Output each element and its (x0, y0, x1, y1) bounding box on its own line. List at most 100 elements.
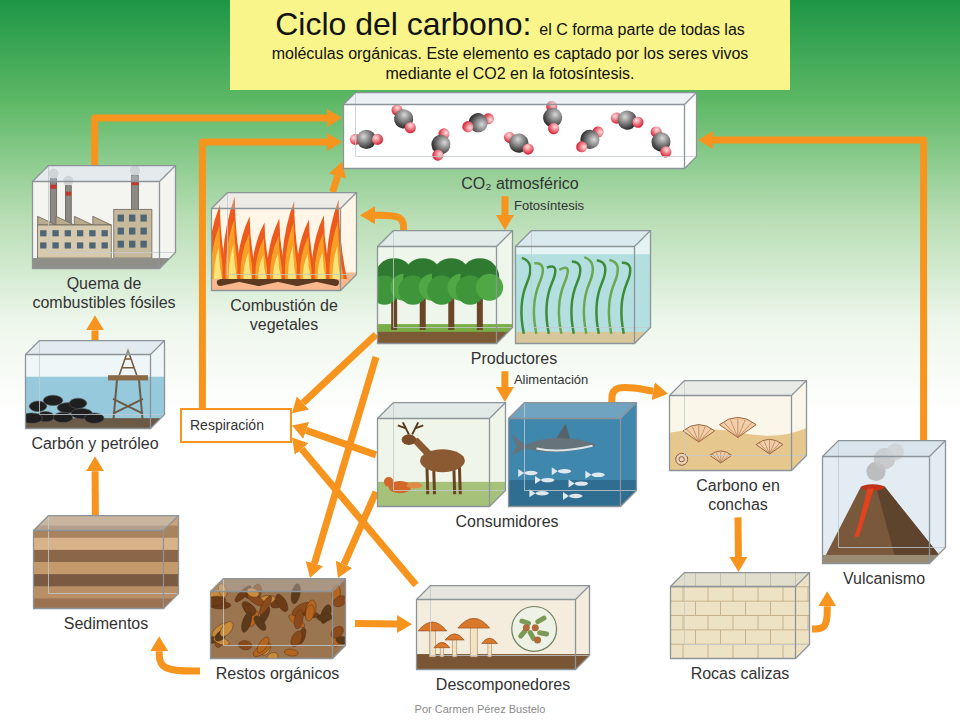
illustration-part (823, 441, 946, 457)
node-label: Rocas calizas (668, 664, 812, 686)
illustration-part (695, 630, 696, 644)
illustration-part (532, 624, 539, 631)
illustration-part (102, 230, 108, 236)
illustration-part (669, 572, 811, 660)
illustration-part (514, 230, 653, 345)
illustration-part (212, 193, 357, 291)
illustration-part (699, 429, 712, 442)
illustration-part (769, 440, 770, 454)
illustration-part (733, 616, 734, 630)
illustration-part (32, 538, 180, 551)
tank-illustration (376, 402, 638, 508)
illustration-part (808, 616, 809, 630)
illustration-part (403, 120, 419, 136)
illustration-part (670, 573, 671, 587)
illustration-part (378, 231, 513, 344)
illustration-part (32, 515, 180, 610)
illustrated-stage: Descomponedores (412, 585, 594, 697)
illustration-part (32, 586, 180, 599)
illustration-part (669, 615, 811, 616)
illustration-part (716, 453, 720, 463)
illustration-part (558, 469, 571, 473)
illustration-part (239, 611, 253, 633)
flow-arrow (501, 371, 508, 387)
illustration-part (378, 403, 506, 507)
illustration-part (737, 418, 738, 437)
illustration-part (378, 231, 513, 247)
illustration-part (745, 601, 746, 615)
illustration-part (783, 644, 784, 658)
illustration-part (518, 469, 524, 477)
node-label: Consumidores (376, 512, 638, 534)
illustration-part (823, 441, 946, 564)
node-label: Carbón y petróleo (15, 434, 175, 456)
illustrated-stage: Carbono en conchas (668, 380, 808, 517)
illustration-part (453, 638, 457, 657)
watermark: Por Carmen Pérez Bustelo (415, 703, 546, 715)
illustration-part (669, 572, 811, 660)
illustration-part (645, 123, 677, 161)
tank-illustration (32, 515, 180, 610)
illustration-part (65, 242, 71, 248)
illustration-part (292, 609, 304, 629)
illustration-part (631, 116, 644, 129)
illustration-part (476, 274, 503, 301)
illustration-part (118, 228, 124, 235)
flow-arrow (306, 430, 376, 455)
illustration-part (534, 637, 541, 644)
illustration-part (129, 241, 135, 248)
illustration-part (821, 486, 947, 565)
illustration-part (525, 403, 637, 491)
illustration-part (571, 121, 609, 157)
illustration-part (575, 481, 588, 485)
illustration-part (535, 491, 548, 495)
illustrated-stage: CO₂ atmosférico (342, 92, 698, 196)
illustration-part (563, 492, 569, 500)
illustration-part (509, 403, 637, 419)
illustration-part (65, 230, 71, 236)
illustration-part (210, 192, 358, 292)
illustration-part (378, 403, 506, 419)
illustration-part (209, 578, 347, 660)
illustration-part (571, 261, 580, 333)
illustration-part (251, 614, 267, 632)
illustration-part (129, 228, 135, 235)
illustrated-stage: Quema de combustibles fósiles (10, 165, 198, 315)
illustration-part (764, 441, 769, 454)
tank-illustration (210, 192, 358, 292)
illustration-part (102, 242, 108, 248)
tank-illustration (669, 572, 811, 660)
flow-arrow (314, 357, 376, 564)
process-box: Respiración (180, 408, 292, 443)
illustration-part (34, 516, 179, 531)
edge-label: Alimentación (514, 372, 588, 387)
illustration-part (692, 427, 698, 442)
illustration-part (507, 402, 639, 508)
illustration-part (534, 263, 543, 334)
illustration-part (671, 573, 810, 659)
illustration-part (376, 482, 508, 508)
illustration-part (378, 231, 513, 344)
flow-arrow (501, 196, 508, 215)
illustration-part (733, 587, 734, 601)
illustration-part (210, 579, 345, 659)
flow-arrow (92, 471, 99, 515)
node-label: Restos orgánicos (200, 664, 355, 686)
illustration-part (569, 480, 575, 488)
illustration-part (24, 340, 166, 430)
illustration-part (431, 586, 590, 656)
illustration-part (720, 630, 721, 644)
illustration-part (507, 480, 639, 508)
illustration-part (733, 644, 734, 658)
illustration-part (427, 126, 455, 163)
illustration-part (118, 241, 124, 248)
illustration-part (376, 402, 508, 508)
node-label: Combustión de vegetales (208, 296, 360, 337)
illustration-part (745, 630, 746, 644)
illustration-part (43, 395, 63, 405)
illustration-part (710, 451, 732, 463)
illustration-part (445, 634, 464, 640)
illustration-part (210, 192, 358, 292)
illustration-part (24, 377, 166, 430)
illustration-part (683, 616, 684, 630)
